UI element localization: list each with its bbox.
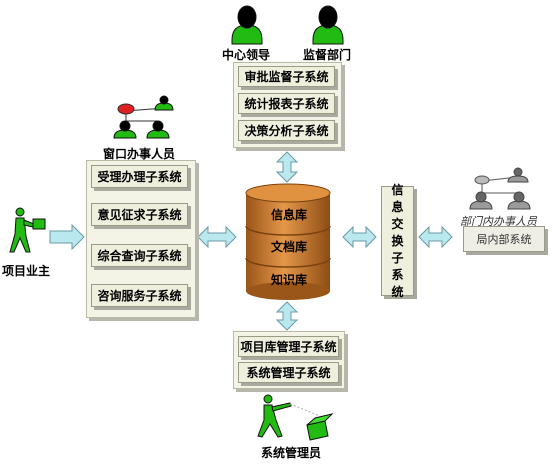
sys-admin-label: 系统管理员 <box>261 446 322 460</box>
window-staff-label: 窗口办事人员 <box>103 147 176 161</box>
decision-analysis-subsystem[interactable]: 决策分析子系统 <box>238 120 335 141</box>
system-management-label: 系统管理子系统 <box>246 366 331 380</box>
project-owner-label: 项目业主 <box>2 264 51 278</box>
system-management-subsystem[interactable]: 系统管理子系统 <box>238 362 339 383</box>
integrated-query-label: 综合查询子系统 <box>97 249 182 263</box>
dept-staff-icon <box>469 167 531 210</box>
arrow-left-horizontal <box>197 225 237 249</box>
consulting-service-label: 咨询服务子系统 <box>97 289 182 303</box>
window-staff-icon <box>113 95 174 139</box>
supervision-dept-label: 监督部门 <box>303 48 352 62</box>
leader-label: 中心领导 <box>222 48 271 62</box>
info-db-label: 信息库 <box>271 208 308 222</box>
acceptance-handling-subsystem[interactable]: 受理办理子系统 <box>91 165 188 188</box>
database-cylinder <box>245 183 331 300</box>
supervision-person-icon <box>312 5 344 45</box>
arrow-far-right <box>418 225 453 249</box>
project-library-label: 项目库管理子系统 <box>240 340 337 354</box>
opinion-solicitation-subsystem[interactable]: 意见征求子系统 <box>91 203 188 226</box>
arrow-owner <box>49 223 85 251</box>
integrated-query-subsystem[interactable]: 综合查询子系统 <box>91 244 188 267</box>
consulting-service-subsystem[interactable]: 咨询服务子系统 <box>91 284 188 307</box>
leader-person-icon <box>231 5 263 45</box>
knowledge-db-label: 知识库 <box>271 273 308 287</box>
opinion-solicitation-label: 意见征求子系统 <box>97 208 182 222</box>
acceptance-handling-label: 受理办理子系统 <box>97 170 182 184</box>
arrow-top-vertical <box>275 151 299 183</box>
sys-admin-icon <box>257 394 334 441</box>
statistics-report-label: 统计报表子系统 <box>244 97 329 111</box>
project-owner-icon <box>9 207 46 253</box>
project-library-subsystem[interactable]: 项目库管理子系统 <box>238 336 339 357</box>
dept-staff-label: 部门内办事人员 <box>460 215 537 228</box>
info-exchange-subsystem[interactable]: 信息交换子系统 <box>381 183 414 299</box>
approval-supervision-label: 审批监督子系统 <box>244 70 329 84</box>
internal-system-box[interactable]: 局内部系统 <box>463 226 545 252</box>
arrow-bottom-vertical <box>275 301 299 331</box>
decision-analysis-label: 决策分析子系统 <box>244 124 329 138</box>
approval-supervision-subsystem[interactable]: 审批监督子系统 <box>238 66 335 87</box>
internal-system-label: 局内部系统 <box>476 233 532 246</box>
document-db-label: 文档库 <box>271 240 308 254</box>
info-exchange-label: 信息交换子系统 <box>391 182 404 299</box>
arrow-middle-right <box>342 225 377 249</box>
statistics-report-subsystem[interactable]: 统计报表子系统 <box>238 93 335 114</box>
